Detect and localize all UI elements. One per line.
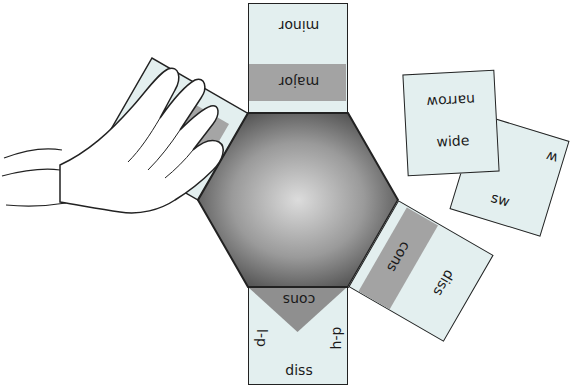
card-label: major bbox=[279, 75, 319, 89]
card-label: wide bbox=[436, 133, 470, 149]
hand bbox=[60, 68, 223, 213]
card: narrow wide bbox=[402, 70, 499, 177]
card-label: l-p bbox=[255, 329, 269, 347]
card-label: sw bbox=[489, 190, 511, 209]
card: minor major bbox=[248, 3, 348, 113]
card: cons l-p h-p diss bbox=[248, 287, 348, 385]
card-label: h-p bbox=[329, 327, 343, 350]
shaded-band bbox=[358, 205, 439, 310]
card-label: w bbox=[544, 149, 559, 166]
shaded-band bbox=[249, 64, 346, 101]
finger-lines bbox=[128, 118, 193, 178]
card-label: narrow bbox=[426, 93, 475, 110]
card-label: diss bbox=[285, 363, 312, 377]
card-label: diss bbox=[431, 268, 457, 299]
shaded-triangle bbox=[249, 288, 346, 332]
motion-lines bbox=[2, 149, 66, 206]
card-label: cons bbox=[283, 293, 315, 307]
card-band bbox=[403, 71, 497, 175]
card-label: minor bbox=[279, 19, 320, 33]
